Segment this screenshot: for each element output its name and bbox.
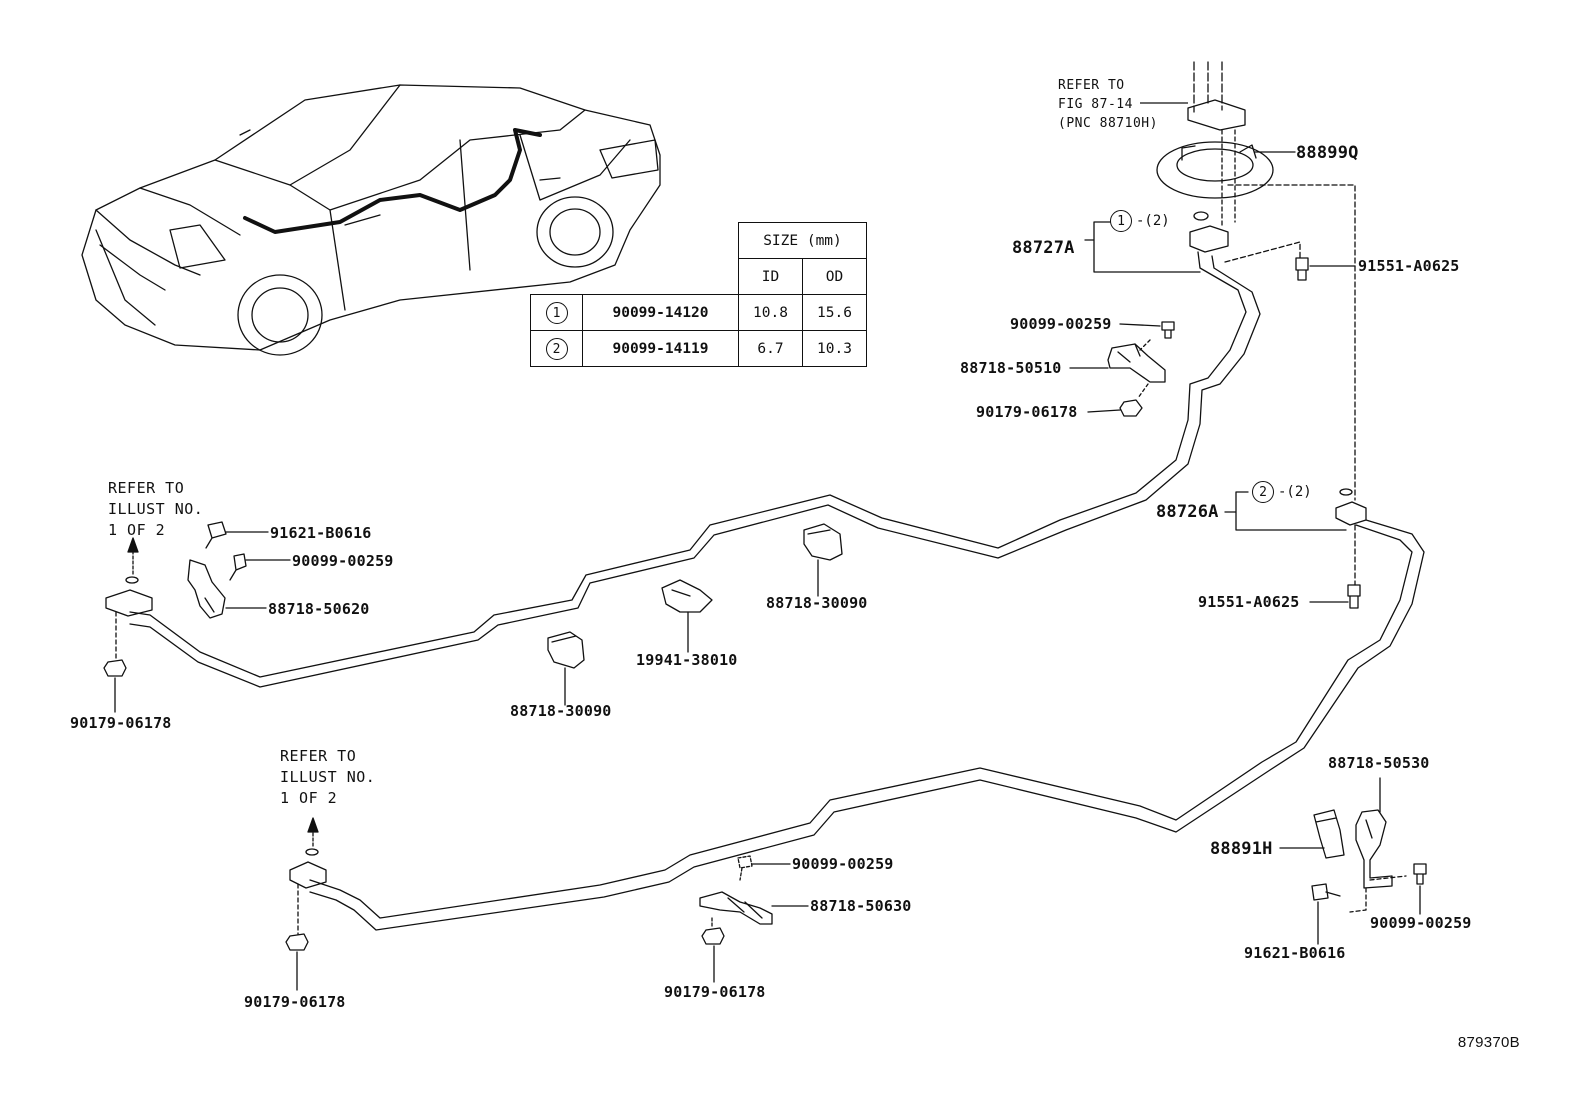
row-od: 10.3: [802, 330, 867, 367]
clamp-88718-50530: [1355, 809, 1393, 889]
label-88726a: 88726A: [1156, 502, 1219, 522]
arrowhead-left-bottom: [307, 817, 319, 833]
label-19941-38010: 19941-38010: [636, 651, 738, 669]
clamp-88718-50620: [187, 521, 247, 619]
label-90099-00259-d: 90099-00259: [792, 855, 894, 873]
bolt-91621-right: [1311, 883, 1341, 901]
refer-left-top: REFER TO ILLUST NO. 1 OF 2: [108, 479, 204, 539]
label-90179-06178-d: 90179-06178: [244, 993, 346, 1011]
nut-90179-bottom-mid: [701, 927, 725, 945]
marker-1: 1: [1110, 210, 1132, 232]
marker-2: 2: [1252, 481, 1274, 503]
clamp-88718-50630: [699, 855, 773, 929]
bolt-91551-top: [1295, 257, 1309, 281]
row-od: 15.6: [802, 294, 867, 331]
label-90179-06178-a: 90179-06178: [976, 403, 1078, 421]
leader-88726a: [1224, 491, 1347, 531]
label-88718-50620: 88718-50620: [268, 600, 370, 618]
hose-connector-top: [1187, 61, 1246, 229]
bracket-left-upper: [105, 576, 153, 661]
arrowhead-left-top: [127, 537, 139, 553]
car-illustration: [81, 84, 661, 356]
label-88718-30090-a: 88718-30090: [766, 594, 868, 612]
dash-ref-right: [1227, 184, 1356, 501]
label-90099-00259-b: 90099-00259: [292, 552, 394, 570]
label-88718-30090-b: 88718-30090: [510, 702, 612, 720]
label-88891h: 88891H: [1210, 839, 1273, 859]
label-90099-00259-c: 90099-00259: [1370, 914, 1472, 932]
clip-88718-30090-a: [547, 631, 585, 669]
marker-1-qty: -(2): [1136, 213, 1170, 229]
clip-19941-38010: [661, 579, 713, 613]
size-header: SIZE (mm): [738, 222, 867, 259]
label-90099-00259-a: 90099-00259: [1010, 315, 1112, 333]
label-88899q: 88899Q: [1296, 143, 1359, 163]
dash-lower-right: [1349, 875, 1407, 913]
size-table: SIZE (mm) ID OD 1 90099-14120 10.8 15.6 …: [530, 222, 867, 367]
row-mark: 1: [545, 301, 568, 324]
pipe-upper: [129, 251, 1261, 688]
bracket-88726a: [1335, 488, 1367, 526]
clip-88718-30090-b: [803, 523, 843, 561]
label-88727a: 88727A: [1012, 238, 1075, 258]
label-88718-50530: 88718-50530: [1328, 754, 1430, 772]
label-88718-50510: 88718-50510: [960, 359, 1062, 377]
nut-90179-left-upper: [103, 659, 127, 677]
nut-90179-left-lower: [285, 933, 309, 951]
bracket-88727a: [1189, 211, 1229, 253]
leader-88727a: [1084, 221, 1201, 273]
row-id: 10.8: [738, 294, 803, 331]
label-88718-50630: 88718-50630: [810, 897, 912, 915]
bolt-90099-00259-top: [1161, 321, 1175, 339]
table-row: 1 90099-14120 10.8 15.6: [530, 294, 867, 331]
car-harness-highlight: [243, 128, 542, 234]
label-91551-mid: 91551-A0625: [1198, 593, 1300, 611]
label-91621-b0616-a: 91621-B0616: [270, 524, 372, 542]
pipe-lower: [309, 519, 1425, 931]
col-id: ID: [738, 258, 803, 295]
bracket-88891h: [1313, 809, 1345, 859]
row-part: 90099-14120: [582, 294, 739, 331]
row-part: 90099-14119: [582, 330, 739, 367]
label-90179-06178-c: 90179-06178: [664, 983, 766, 1001]
refer-top: REFER TO FIG 87-14 (PNC 88710H): [1058, 78, 1158, 131]
grommet-88899q: [1156, 141, 1274, 199]
row-mark: 2: [545, 337, 568, 360]
bolt-91551-mid: [1347, 584, 1361, 609]
label-90179-06178-b: 90179-06178: [70, 714, 172, 732]
clamp-88718-50510: [1107, 339, 1166, 399]
table-row: 2 90099-14119 6.7 10.3: [530, 330, 867, 367]
leaders-lower-clamp: [713, 863, 809, 983]
bolt-90099-00259-right: [1413, 863, 1427, 885]
label-91621-b0616-b: 91621-B0616: [1244, 944, 1346, 962]
nut-90179-06178-top: [1119, 399, 1143, 417]
leaders-left-clamp: [225, 531, 291, 609]
marker-2-qty: -(2): [1278, 484, 1312, 500]
leader-refer-top: [1140, 102, 1188, 104]
label-91551-top: 91551-A0625: [1358, 257, 1460, 275]
figure-id: 879370B: [1457, 1034, 1520, 1051]
row-id: 6.7: [738, 330, 803, 367]
col-od: OD: [802, 258, 867, 295]
leaders-upper-clamp: [1069, 323, 1161, 413]
dash-ref-bolt: [1224, 241, 1301, 263]
refer-left-bottom: REFER TO ILLUST NO. 1 OF 2: [280, 747, 376, 807]
bracket-left-lower: [289, 848, 327, 935]
